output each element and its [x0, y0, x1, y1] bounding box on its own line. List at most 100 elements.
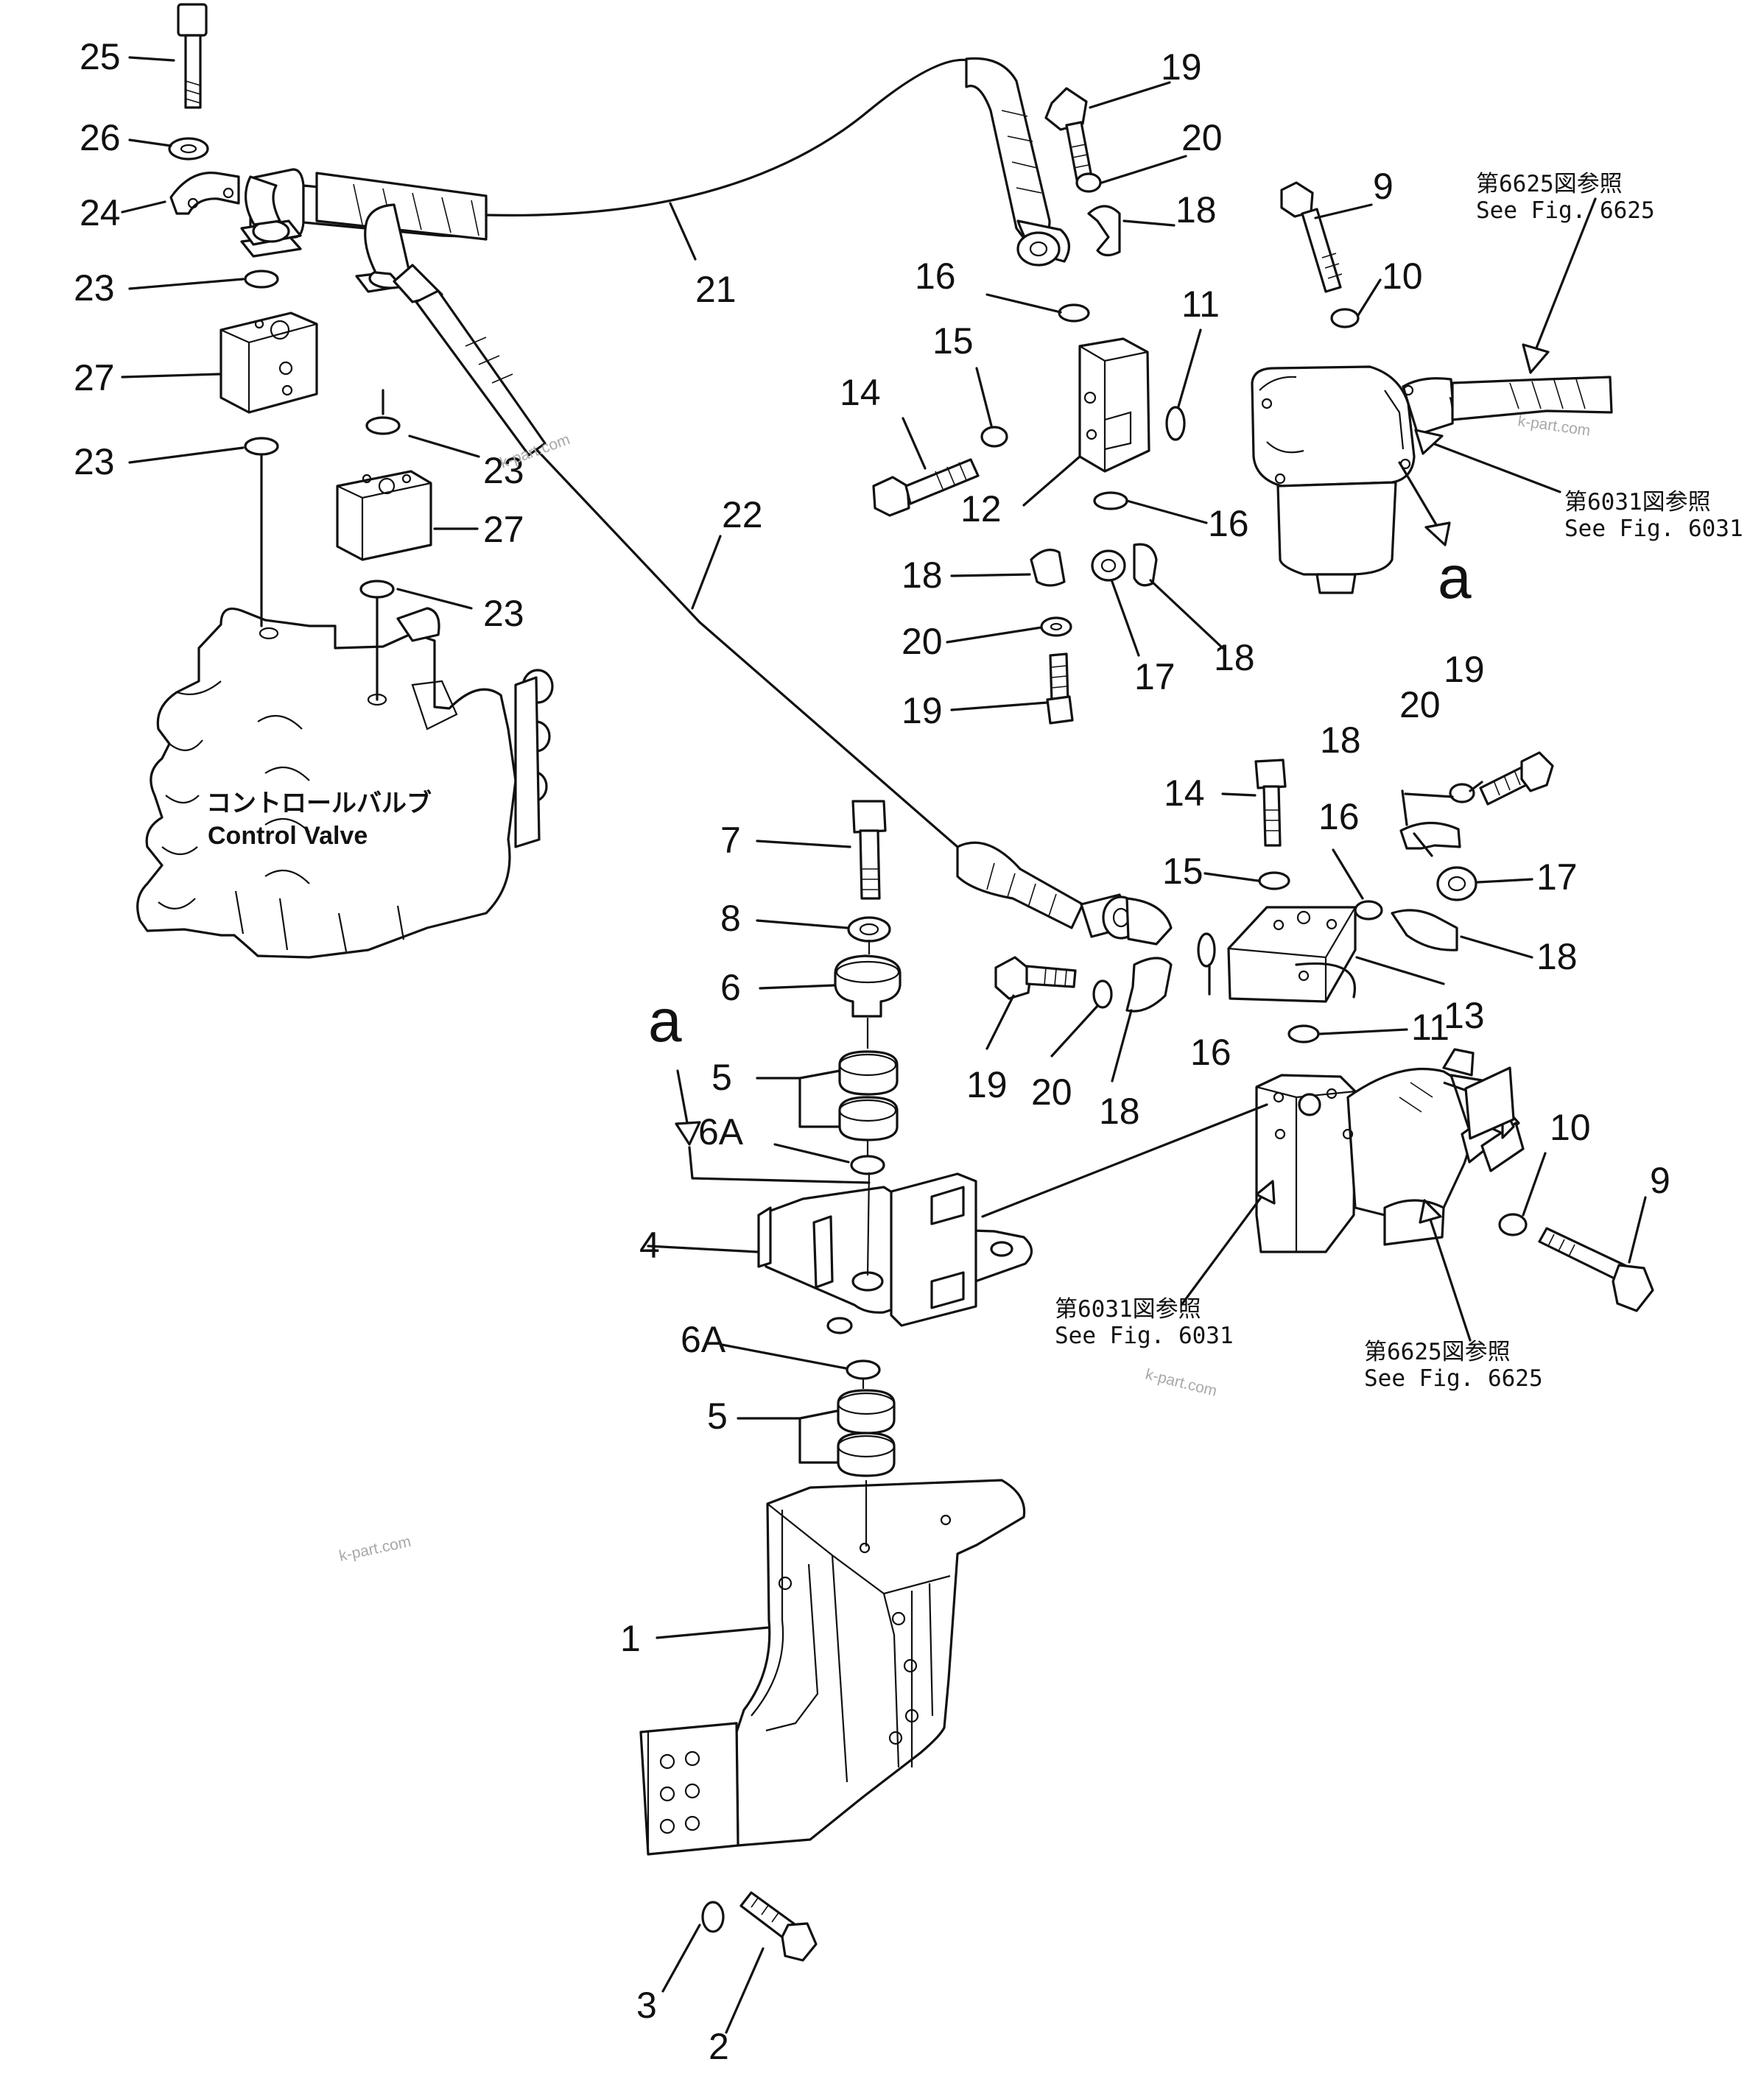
ref-en: See Fig. 6031: [1564, 515, 1743, 542]
callout: 22: [722, 494, 763, 535]
clamp-18-left: [1030, 549, 1066, 587]
o-ring-23d: [359, 580, 395, 599]
clamp-18-lower: [1125, 957, 1173, 1013]
callout: 9: [1650, 1160, 1670, 1201]
cushion-5-upper: [838, 1050, 899, 1096]
callout: 16: [915, 256, 956, 297]
control-valve-jp: コントロールバルブ: [206, 789, 432, 817]
bolt-14-lower: [1254, 759, 1287, 847]
callout: 18: [1099, 1091, 1140, 1132]
callout: 23: [483, 450, 524, 491]
washer-8: [847, 916, 891, 943]
callout: 21: [695, 269, 737, 310]
callout: 8: [720, 898, 741, 939]
o-ring-23b: [244, 437, 279, 456]
cushion-5-bracket-lower: [837, 1432, 896, 1477]
callout: 26: [80, 117, 121, 158]
callout: 16: [1318, 796, 1360, 837]
callout: 23: [74, 267, 115, 309]
o-ring-16d: [1197, 932, 1216, 968]
bolt-7: [851, 800, 887, 900]
callout: 16: [1208, 503, 1249, 544]
cushion-5-bracket-upper: [837, 1389, 896, 1435]
callout: 18: [1176, 189, 1217, 230]
block-27-lower: [336, 470, 432, 561]
washer-20-lower: [1092, 979, 1113, 1009]
washer-20-mid: [1040, 616, 1072, 637]
callout: 18: [1320, 719, 1361, 761]
flange-24-elbow: [240, 175, 302, 258]
clamp-18-top: [1087, 205, 1121, 257]
bracket-1: [639, 1479, 1026, 1856]
callout: 24: [80, 192, 121, 233]
view-mark-a: a: [1438, 544, 1472, 611]
callout: 2: [709, 2026, 729, 2067]
callout: 6: [720, 967, 741, 1008]
washer-3: [701, 1901, 725, 1933]
callout: 11: [1181, 284, 1220, 325]
callout: 5: [711, 1057, 732, 1098]
block-12: [1078, 337, 1150, 473]
ref-jp: 第6031図参照: [1055, 1296, 1201, 1323]
washer-20-top: [1075, 172, 1102, 193]
washer-10-upper: [1330, 308, 1360, 328]
callout: 19: [1161, 46, 1202, 88]
callout: 7: [720, 820, 741, 861]
ref-jp: 第6625図参照: [1364, 1339, 1511, 1365]
callout: 5: [707, 1396, 728, 1437]
callout: 4: [639, 1225, 660, 1266]
callout: 14: [840, 372, 881, 413]
watermark: k-part.com: [1517, 412, 1591, 440]
callout: 18: [902, 555, 943, 596]
ref-en: See Fig. 6625: [1364, 1365, 1543, 1392]
o-ring-23c: [365, 416, 401, 435]
callout: 25: [80, 36, 121, 77]
o-ring-16a: [1058, 303, 1090, 323]
ref-jp: 第6031図参照: [1564, 489, 1711, 515]
watermark: k-part.com: [1144, 1366, 1219, 1400]
washer-20-lower-right: [1449, 783, 1475, 803]
view-mark-a: a: [648, 988, 682, 1055]
callout: 20: [1031, 1071, 1072, 1113]
callout: 18: [1214, 637, 1255, 678]
callout: 23: [483, 593, 524, 634]
callout: 9: [1373, 166, 1394, 207]
bolt-19-lower-right: [1479, 751, 1554, 806]
bolt-19-mid: [1046, 652, 1074, 725]
callout: 11: [1411, 1007, 1449, 1048]
annotations: コントロールバルブ Control Valve 第6625図参照 See Fig…: [206, 171, 1743, 1565]
hose-22: [355, 203, 1173, 946]
o-ring-16c: [1354, 900, 1383, 921]
callout: 15: [932, 320, 974, 362]
callout: 23: [74, 441, 115, 482]
callout: 3: [636, 1985, 657, 2026]
o-ring-16b: [1093, 491, 1128, 510]
o-ring-11a: [1165, 406, 1186, 441]
callout: 10: [1550, 1107, 1591, 1148]
callout: 19: [966, 1064, 1008, 1105]
callout: 13: [1444, 995, 1485, 1036]
washer-15-lower: [1258, 871, 1290, 890]
callout: 20: [1399, 684, 1441, 725]
ref-en: See Fig. 6031: [1055, 1323, 1234, 1349]
adapter-17-upper: [1091, 549, 1126, 582]
bolt-19-top: [1044, 87, 1093, 181]
bolt-25: [177, 3, 208, 109]
ref-arrows: [675, 197, 1597, 1342]
ref-jp: 第6625図参照: [1476, 171, 1623, 197]
control-valve: [136, 607, 554, 959]
callout: 18: [1536, 936, 1578, 977]
callout: 27: [483, 509, 524, 550]
leader-lines: [121, 56, 1647, 2034]
bracket-4: [757, 1172, 1033, 1334]
callout: 14: [1164, 772, 1205, 814]
adapter-17-lower: [1436, 866, 1477, 901]
callout: 20: [902, 621, 943, 662]
callout: 27: [74, 357, 115, 398]
o-ring-23a: [244, 270, 279, 289]
clamp-18-lower-bottom: [1391, 909, 1458, 951]
washer-6A-lower: [846, 1359, 881, 1380]
hose-21: [249, 57, 1070, 267]
block-27-upper: [219, 312, 318, 414]
